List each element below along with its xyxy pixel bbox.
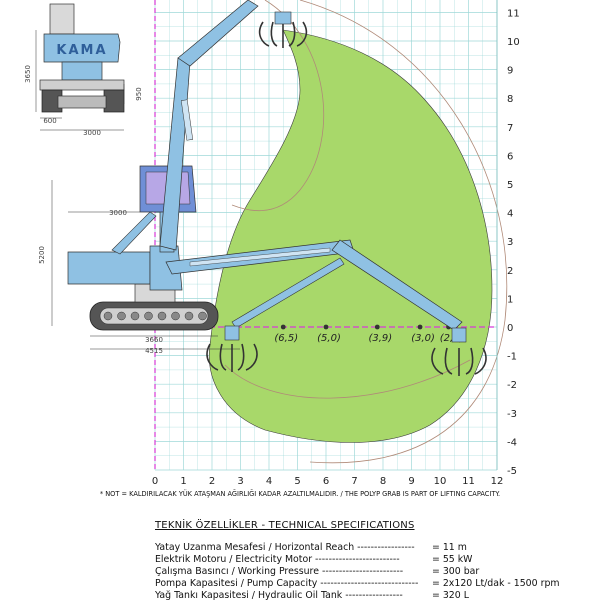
reach-arc-lower <box>224 359 471 399</box>
load-point-marker <box>374 324 380 330</box>
load-point-label: (2,5) <box>440 333 464 344</box>
y-tick-label: -2 <box>507 380 517 391</box>
working-range-diagram: (6,5) (5,0) (3,9) (3,0) (2,5) KAMA 3650 600 … <box>24 0 520 487</box>
spec-row-pressure: Çalışma Basıncı / Working Pressure -----… <box>155 566 479 577</box>
x-tick-label: 9 <box>408 476 414 487</box>
working-range-area <box>208 29 493 443</box>
x-tick-label: 2 <box>209 476 215 487</box>
spec-value: = 11 m <box>432 542 467 553</box>
spec-label: Çalışma Basıncı / Working Pressure -----… <box>155 566 404 577</box>
load-point-marker <box>323 324 329 330</box>
track-wheel <box>171 311 180 321</box>
grab-left <box>206 325 258 372</box>
track-wheel <box>117 311 126 321</box>
capacity-note: * NOT = KALDIRILACAK YÜK ATAŞMAN AĞIRLIĞ… <box>99 490 501 498</box>
x-tick-label: 10 <box>434 476 447 487</box>
spec-value: = 2x120 Lt/dak - 1500 rpm <box>432 578 560 589</box>
y-tick-label: 0 <box>507 323 513 334</box>
spec-label: Yağ Tankı Kapasitesi / Hydraulic Oil Tan… <box>155 590 403 601</box>
dim-3000-top: 3000 <box>83 129 101 137</box>
y-tick-label: -5 <box>507 466 517 477</box>
track-wheel <box>144 311 153 321</box>
dim-3660: 3660 <box>145 336 163 344</box>
load-point-label: (5,0) <box>317 333 341 344</box>
y-tick-label: 11 <box>507 8 520 19</box>
spec-value: = 300 bar <box>432 566 480 577</box>
x-tick-label: 3 <box>237 476 243 487</box>
dim-5200: 5200 <box>38 246 46 264</box>
y-tick-label: 3 <box>507 237 513 248</box>
spec-row-motor: Elektrik Motoru / Electricity Motor ----… <box>155 554 472 565</box>
grab-top <box>258 11 308 48</box>
spec-row-reach: Yatay Uzanma Mesafesi / Horizontal Reach… <box>155 542 467 553</box>
track-wheels <box>103 311 207 321</box>
track-wheel <box>103 311 113 321</box>
y-tick-label: -4 <box>507 437 517 448</box>
x-tick-label: 4 <box>266 476 272 487</box>
y-tick-label: -1 <box>507 352 517 363</box>
dim-950: 950 <box>135 87 143 100</box>
grab-right <box>431 327 487 376</box>
load-point-label: (6,5) <box>274 333 298 344</box>
y-tick-label: 7 <box>507 123 513 134</box>
y-tick-label: 4 <box>507 209 513 220</box>
x-tick-label: 5 <box>294 476 300 487</box>
y-tick-label: -3 <box>507 409 517 420</box>
load-point-marker <box>417 324 423 330</box>
spec-label: Elektrik Motoru / Electricity Motor ----… <box>155 554 400 565</box>
y-tick-label: 1 <box>507 294 513 305</box>
reach-arc-outer <box>299 0 508 464</box>
specs-title: TEKNİK ÖZELLİKLER - TECHNICAL SPECIFICAT… <box>155 520 415 531</box>
brand-label: KAMA <box>56 43 107 58</box>
y-tick-label: 5 <box>507 180 513 191</box>
spec-label: Yatay Uzanma Mesafesi / Horizontal Reach… <box>155 542 415 553</box>
y-tick-label: 8 <box>507 94 513 105</box>
load-point-label: (3,0) <box>411 333 435 344</box>
dim-4515: 4515 <box>145 347 163 355</box>
dim-600: 600 <box>43 117 56 125</box>
spec-row-oil-tank: Yağ Tankı Kapasitesi / Hydraulic Oil Tan… <box>155 590 469 601</box>
x-tick-label: 8 <box>380 476 386 487</box>
track-wheel <box>130 311 140 321</box>
boom-lowered <box>165 239 463 331</box>
load-point-marker <box>280 324 286 330</box>
spec-value: = 320 L <box>432 590 469 601</box>
x-tick-label: 6 <box>323 476 329 487</box>
x-tick-label: 12 <box>491 476 504 487</box>
dim-3650: 3650 <box>24 65 32 83</box>
y-tick-label: 6 <box>507 151 513 162</box>
machine-front-view: KAMA 3650 600 3000 950 <box>24 3 143 137</box>
spec-value: = 55 kW <box>432 554 473 565</box>
dim-3000-mid: 3000 <box>109 209 127 217</box>
x-tick-label: 11 <box>462 476 475 487</box>
x-tick-label: 7 <box>351 476 357 487</box>
track-wheel <box>157 311 167 321</box>
spec-row-pump: Pompa Kapasitesi / Pump Capacity -------… <box>155 578 560 589</box>
x-tick-label: 1 <box>180 476 186 487</box>
load-point-label: (3,9) <box>368 333 392 344</box>
track-wheel <box>198 311 207 321</box>
spec-label: Pompa Kapasitesi / Pump Capacity -------… <box>155 578 419 589</box>
track-wheel <box>184 311 194 321</box>
boom-raised <box>159 0 259 251</box>
x-tick-label: 0 <box>152 476 158 487</box>
y-tick-label: 2 <box>507 266 513 277</box>
load-points: (6,5) (5,0) (3,9) (3,0) (2,5) <box>274 324 464 344</box>
y-tick-label: 9 <box>507 66 513 77</box>
y-tick-label: 10 <box>507 37 520 48</box>
